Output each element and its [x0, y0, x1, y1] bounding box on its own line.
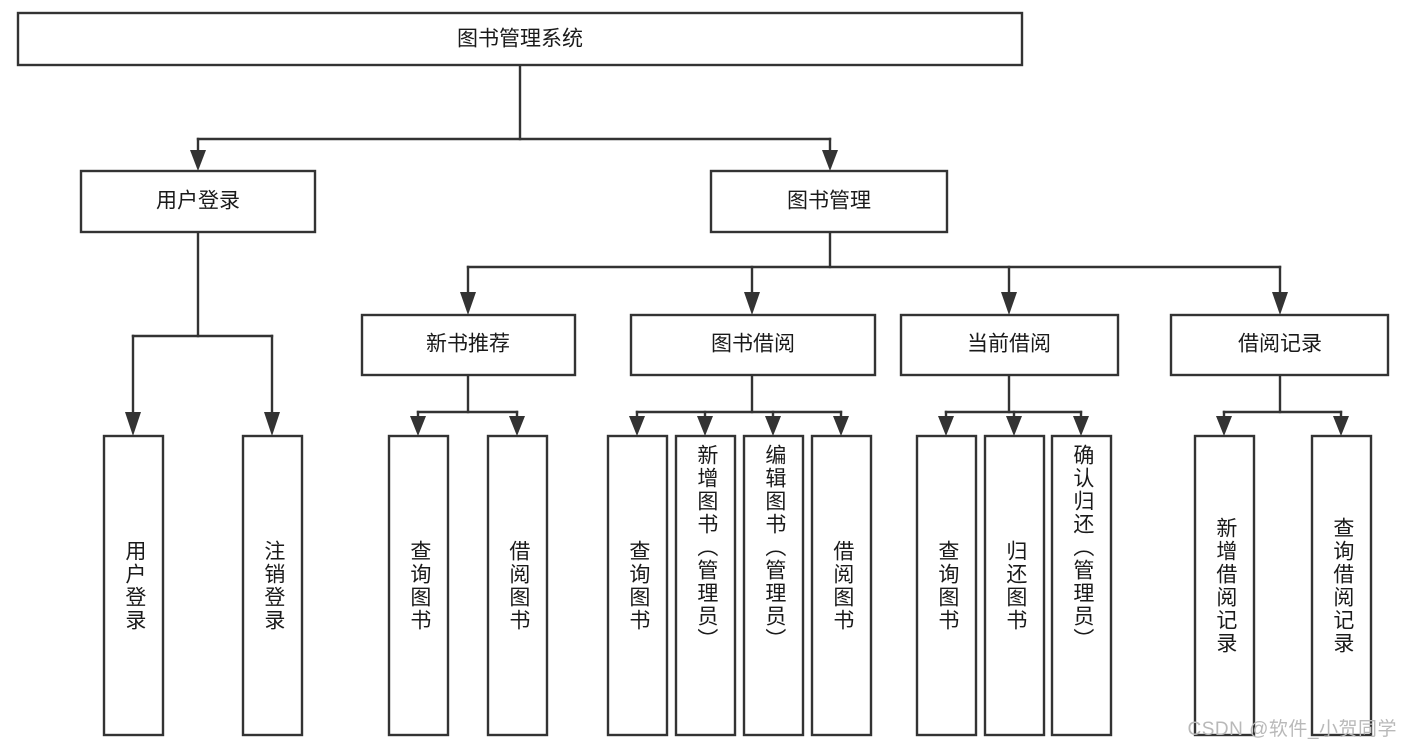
leaf-box-book-borrow-borrow[interactable] [810, 434, 873, 737]
watermark: CSDN @软件_小贺同学 [1187, 719, 1397, 740]
leaf-box-current-borrow-confirm[interactable] [1050, 434, 1113, 737]
node-box[interactable] [709, 169, 949, 234]
arrow-head-icon [938, 416, 954, 436]
leaf-box-current-borrow-query[interactable] [915, 434, 978, 737]
node-label: 图书借阅 [711, 333, 795, 356]
arrow-head-icon [460, 292, 476, 315]
arrow-head-icon [1073, 416, 1089, 436]
leaf-box-borrow-record-add[interactable] [1193, 434, 1256, 737]
leaf-box-current-borrow-return[interactable] [983, 434, 1046, 737]
node-box[interactable] [629, 313, 877, 377]
node-box[interactable] [360, 313, 577, 377]
arrow-head-icon [697, 416, 713, 436]
node-book-management[interactable]: 图书管理 [709, 169, 949, 234]
node-box[interactable] [1169, 313, 1390, 377]
leaf-box-new-book-query[interactable] [387, 434, 450, 737]
leaf-box-book-borrow-add[interactable] [674, 434, 737, 737]
arrow-head-icon [264, 412, 280, 436]
arrow-head-icon [629, 416, 645, 436]
connector-borrow-record-to-leaves [1216, 373, 1349, 436]
node-new-book-recommend[interactable]: 新书推荐 [360, 313, 577, 377]
arrow-head-icon [1001, 292, 1017, 315]
leaf-box-user-login-logout[interactable] [241, 434, 304, 737]
connector-book-mgmt-to-level3 [460, 230, 1288, 315]
arrow-head-icon [190, 150, 206, 171]
connector-new-book-to-leaves [410, 373, 525, 436]
leaf-box-new-book-borrow[interactable] [486, 434, 549, 737]
arrow-head-icon [1006, 416, 1022, 436]
node-book-borrow[interactable]: 图书借阅 [629, 313, 877, 377]
node-label: 用户登录 [156, 190, 240, 213]
leaf-box-user-login-login[interactable] [102, 434, 165, 737]
arrow-head-icon [833, 416, 849, 436]
node-box[interactable] [16, 11, 1024, 67]
connector-user-login-to-leaves [125, 230, 280, 436]
arrow-head-icon [1216, 416, 1232, 436]
node-label: 图书管理系统 [457, 28, 583, 51]
node-root[interactable]: 图书管理系统 [16, 11, 1024, 67]
leaf-box-book-borrow-edit[interactable] [742, 434, 805, 737]
arrow-head-icon [765, 416, 781, 436]
arrow-head-icon [1333, 416, 1349, 436]
connector-book-borrow-to-leaves [629, 373, 849, 436]
node-label: 当前借阅 [967, 333, 1051, 356]
leaf-box-borrow-record-query[interactable] [1310, 434, 1373, 737]
node-borrow-record[interactable]: 借阅记录 [1169, 313, 1390, 377]
arrow-head-icon [744, 292, 760, 315]
arrow-head-icon [125, 412, 141, 436]
node-current-borrow[interactable]: 当前借阅 [899, 313, 1120, 377]
node-box[interactable] [899, 313, 1120, 377]
connector-root-to-level2 [190, 63, 838, 171]
node-user-login[interactable]: 用户登录 [79, 169, 317, 234]
arrow-head-icon [509, 416, 525, 436]
arrow-head-icon [410, 416, 426, 436]
node-box[interactable] [79, 169, 317, 234]
arrow-head-icon [822, 150, 838, 171]
leaf-box-book-borrow-query[interactable] [606, 434, 669, 737]
node-label: 借阅记录 [1238, 333, 1322, 356]
node-label: 新书推荐 [426, 333, 510, 356]
node-label: 图书管理 [787, 190, 871, 213]
arrow-head-icon [1272, 292, 1288, 315]
connector-current-borrow-to-leaves [938, 373, 1089, 436]
